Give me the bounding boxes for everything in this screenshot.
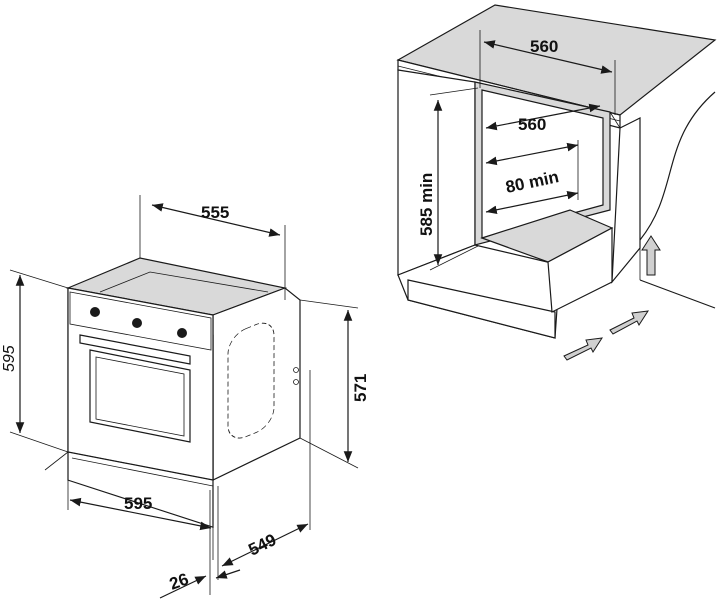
oven-window bbox=[89, 349, 191, 443]
oven-control-panel bbox=[69, 291, 212, 351]
knob-icon bbox=[90, 307, 100, 317]
arrow-diagonal-icon bbox=[563, 337, 603, 361]
wall-curve bbox=[639, 91, 716, 241]
oven-width-label: 555 bbox=[201, 203, 229, 222]
cabinet-dimensions bbox=[429, 30, 616, 271]
oven-front-width-label: 595 bbox=[124, 494, 152, 513]
cabinet-plinth bbox=[407, 279, 556, 339]
airflow-arrows bbox=[563, 235, 661, 361]
oven-door-handle bbox=[79, 334, 191, 365]
arrow-diagonal-icon bbox=[609, 310, 649, 335]
oven-panel-depth-label: 26 bbox=[167, 569, 191, 593]
knob-icon bbox=[177, 328, 187, 338]
oven-height-label: 595 bbox=[1, 345, 18, 372]
cabinet-left-panel bbox=[397, 69, 476, 276]
cabinet-inner-width-label: 560 bbox=[518, 115, 546, 134]
oven-side-rail bbox=[227, 322, 275, 439]
cabinet-top-width-label: 560 bbox=[530, 37, 558, 56]
arrow-up-icon bbox=[641, 235, 661, 276]
cabinet-right-side bbox=[611, 117, 641, 284]
oven-dimensions bbox=[9, 195, 359, 599]
cabinet-inner-height-label: 585 min bbox=[417, 173, 436, 236]
oven-depth-label: 549 bbox=[245, 530, 279, 560]
oven-side bbox=[212, 287, 301, 481]
oven-drawing bbox=[65, 257, 301, 529]
oven-body-height-label: 571 bbox=[351, 374, 370, 402]
knob-icon bbox=[132, 318, 142, 328]
